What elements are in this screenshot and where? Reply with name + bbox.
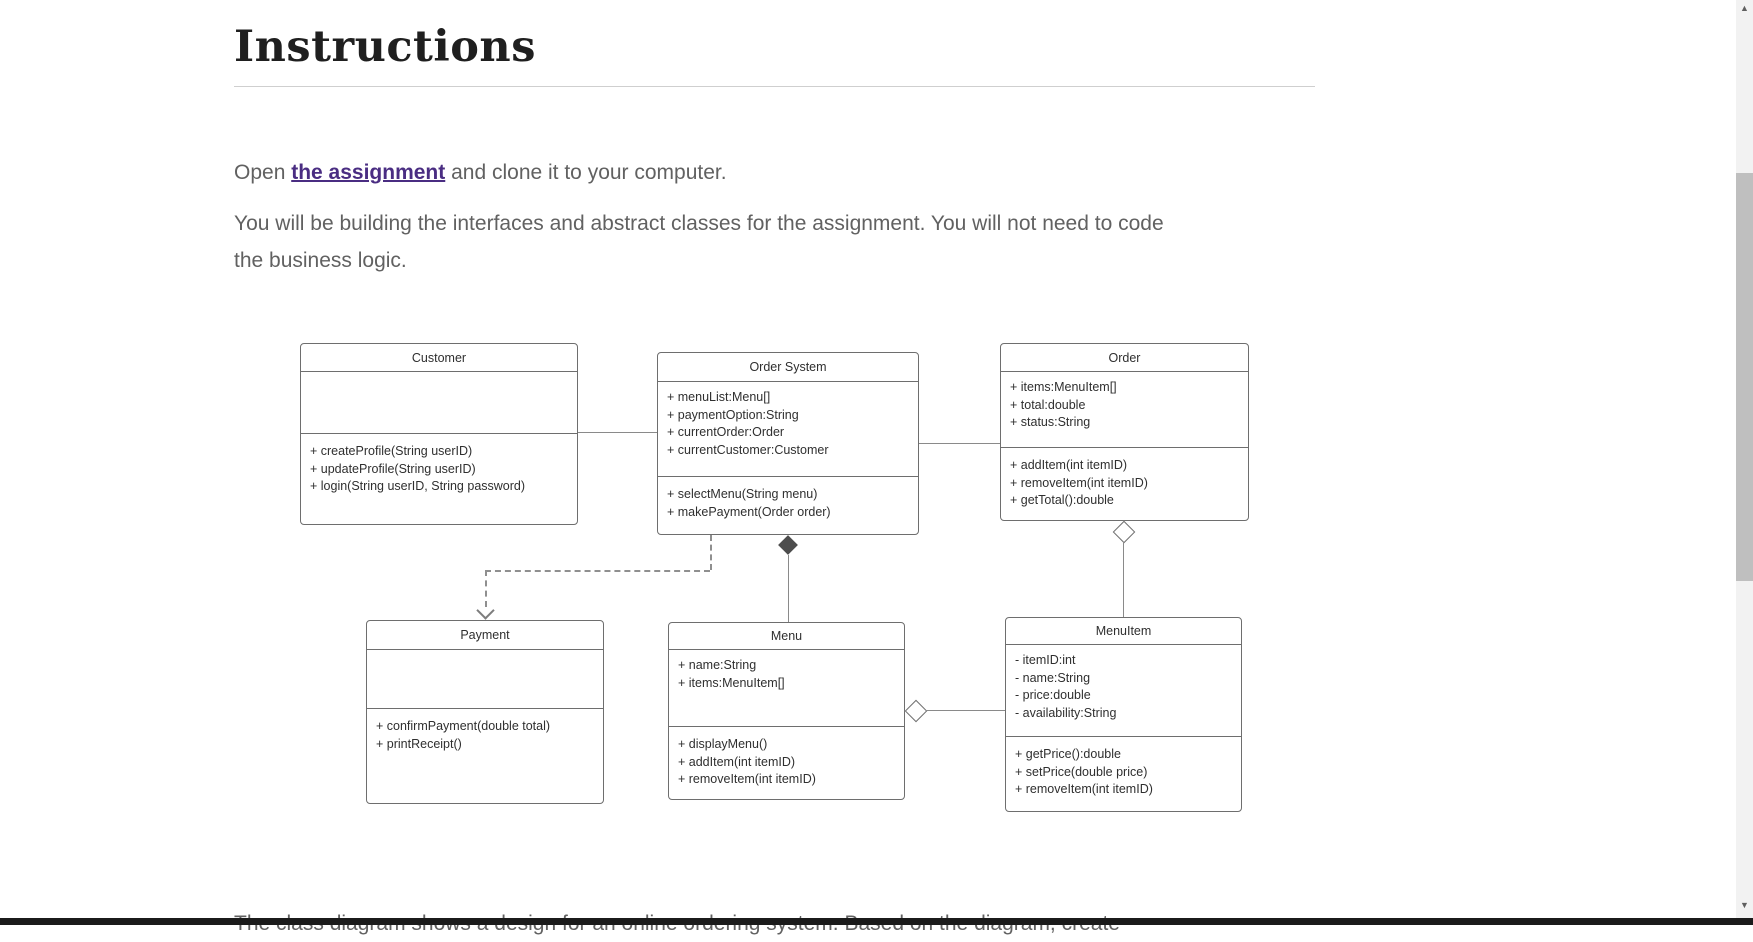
scrollbar-thumb[interactable]	[1736, 173, 1753, 581]
uml-method: + makePayment(Order order)	[667, 504, 831, 519]
dependency-line-vertical-2	[485, 570, 487, 607]
uml-class-order-system: Order System + menuList:Menu[] + payment…	[657, 352, 919, 535]
uml-method: + login(String userID, String password)	[310, 479, 526, 493]
uml-method: + updateProfile(String userID)	[310, 461, 476, 476]
uml-attribute: + total:double	[1010, 397, 1086, 412]
scrollbar-down-icon[interactable]: ▼	[1740, 900, 1749, 910]
uml-method: + displayMenu()	[678, 737, 768, 751]
uml-class-order-system-attributes: + menuList:Menu[] + paymentOption:String…	[658, 382, 918, 477]
uml-class-menu: Menu + name:String + items:MenuItem[] + …	[668, 622, 905, 800]
uml-class-menuitem: MenuItem - itemID:int - name:String - pr…	[1005, 617, 1242, 812]
uml-attribute: + status:String	[1010, 415, 1091, 429]
uml-attribute: - itemID:int	[1015, 653, 1076, 667]
page-title: Instructions	[234, 22, 536, 72]
dependency-arrowhead-icon	[476, 601, 495, 620]
uml-method: + createProfile(String userID)	[310, 444, 473, 458]
p1-prefix: Open	[234, 161, 292, 184]
uml-class-menu-methods: + displayMenu() + addItem(int itemID) + …	[669, 727, 904, 799]
uml-method: + removeItem(int itemID)	[1015, 782, 1153, 796]
description-line-1: You will be building the interfaces and …	[234, 212, 1164, 235]
uml-method: + getTotal():double	[1010, 493, 1114, 507]
dependency-line-vertical-1	[710, 535, 712, 570]
aggregation-line-menu-menuitem	[926, 710, 1005, 711]
uml-attribute: + items:MenuItem[]	[1010, 380, 1117, 394]
uml-class-order-attributes: + items:MenuItem[] + total:double + stat…	[1001, 372, 1248, 448]
uml-method: + getPrice():double	[1015, 747, 1121, 761]
uml-class-menuitem-attributes: - itemID:int - name:String - price:doubl…	[1006, 645, 1241, 737]
uml-attribute: - price:double	[1015, 688, 1091, 702]
uml-class-customer-methods: + createProfile(String userID) + updateP…	[301, 434, 577, 524]
uml-method: + printReceipt()	[376, 736, 462, 751]
uml-attribute: - availability:String	[1015, 705, 1117, 720]
uml-class-order-methods: + addItem(int itemID) + removeItem(int i…	[1001, 448, 1248, 520]
uml-class-order: Order + items:MenuItem[] + total:double …	[1000, 343, 1249, 521]
uml-class-menuitem-methods: + getPrice():double + setPrice(double pr…	[1006, 737, 1241, 811]
uml-attribute: + items:MenuItem[]	[678, 675, 785, 690]
uml-class-payment-attributes	[367, 650, 603, 709]
uml-method: + selectMenu(String menu)	[667, 487, 818, 501]
uml-class-payment-methods: + confirmPayment(double total) + printRe…	[367, 709, 603, 803]
scrollbar-up-icon[interactable]: ▲	[1740, 3, 1749, 13]
uml-class-payment-title: Payment	[367, 621, 603, 650]
uml-attribute: - name:String	[1015, 670, 1091, 685]
uml-class-menuitem-title: MenuItem	[1006, 618, 1241, 645]
uml-attribute: + menuList:Menu[]	[667, 390, 771, 404]
association-ordersystem-order	[919, 443, 1000, 444]
uml-class-order-system-title: Order System	[658, 353, 918, 382]
uml-class-customer-attributes	[301, 372, 577, 434]
uml-method: + addItem(int itemID)	[678, 754, 796, 769]
composition-line-ordersystem-menu	[788, 555, 789, 622]
uml-class-customer: Customer + createProfile(String userID) …	[300, 343, 578, 525]
aggregation-diamond-menu-icon	[904, 699, 928, 723]
uml-attribute: + name:String	[678, 658, 757, 672]
aggregation-diamond-order-icon	[1112, 520, 1136, 544]
heading-divider	[234, 86, 1315, 87]
uml-attribute: + currentOrder:Order	[667, 425, 785, 439]
uml-class-order-title: Order	[1001, 344, 1248, 372]
description-line-2: the business logic.	[234, 249, 407, 272]
uml-method: + addItem(int itemID)	[1010, 458, 1128, 472]
description-paragraph: You will be building the interfaces and …	[234, 205, 1164, 279]
assignment-link[interactable]: the assignment	[291, 161, 446, 184]
dependency-line-horizontal	[485, 570, 710, 572]
viewport-bottom-edge	[0, 918, 1753, 925]
uml-class-menu-attributes: + name:String + items:MenuItem[]	[669, 650, 904, 727]
uml-class-order-system-methods: + selectMenu(String menu) + makePayment(…	[658, 477, 918, 534]
uml-method: + removeItem(int itemID)	[678, 772, 816, 786]
uml-method: + removeItem(int itemID)	[1010, 475, 1148, 490]
composition-diamond-icon	[778, 535, 798, 555]
uml-class-customer-title: Customer	[301, 344, 577, 372]
aggregation-line-order-menuitem	[1123, 542, 1124, 617]
uml-method: + setPrice(double price)	[1015, 764, 1148, 779]
uml-method: + confirmPayment(double total)	[376, 719, 551, 733]
uml-class-menu-title: Menu	[669, 623, 904, 650]
uml-attribute: + currentCustomer:Customer	[667, 442, 829, 457]
uml-class-payment: Payment + confirmPayment(double total) +…	[366, 620, 604, 804]
intro-paragraph: Open the assignment and clone it to your…	[234, 154, 727, 191]
p1-suffix: and clone it to your computer.	[445, 161, 727, 184]
association-customer-ordersystem	[578, 432, 657, 433]
uml-attribute: + paymentOption:String	[667, 407, 799, 422]
